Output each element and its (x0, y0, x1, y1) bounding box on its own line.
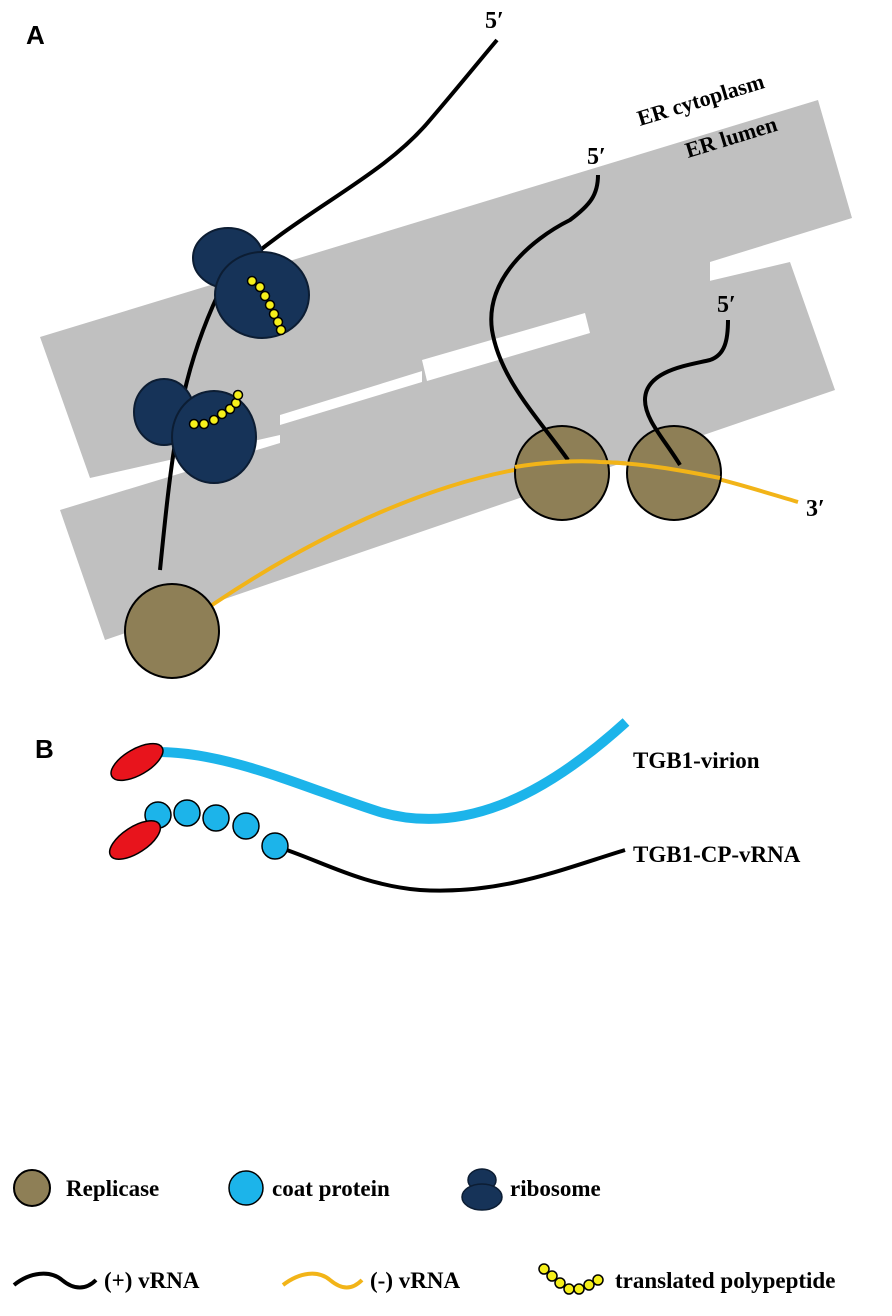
tgb1-cp-vrna-strand (274, 844, 626, 893)
five-prime-end-label-1: 5′ (485, 8, 504, 34)
plus-vrna-nascent-middle (489, 174, 600, 462)
tgb1-virion-strand (157, 718, 630, 824)
plus-vrna-nascent-right (642, 319, 730, 467)
ribosome-lower (133, 378, 257, 484)
polypeptide-lower (188, 389, 244, 430)
legend-ribosome-icon (461, 1168, 503, 1211)
legend-coat-protein-label: coat protein (272, 1176, 390, 1201)
ribosome-upper (192, 227, 310, 339)
legend-polypeptide-label: translated polypeptide (615, 1268, 835, 1293)
tgb1-cp-vrna-label: TGB1-CP-vRNA (633, 842, 801, 867)
five-prime-end-label-2: 5′ (587, 144, 606, 170)
legend-coat-protein-icon (228, 1170, 264, 1206)
panel-b-label: B (35, 734, 54, 764)
replicase-left (124, 583, 220, 679)
panel-a-label: A (26, 20, 45, 50)
legend-minus-vrna-icon (281, 1271, 364, 1290)
er-membrane-upper (40, 100, 852, 478)
replicase-right (626, 425, 722, 521)
legend: Replicase coat protein ribosome (+) vRNA… (12, 1168, 835, 1295)
legend-polypeptide-icon (538, 1263, 604, 1295)
legend-plus-vrna-icon (12, 1271, 98, 1290)
coat-protein-cluster (144, 799, 289, 860)
er-membrane (40, 100, 852, 640)
legend-plus-vrna-label: (+) vRNA (104, 1268, 200, 1293)
legend-minus-vrna-label: (-) vRNA (370, 1268, 460, 1293)
legend-replicase-label: Replicase (66, 1176, 159, 1201)
er-lumen-gap-lower (422, 313, 590, 381)
polypeptide-upper (246, 275, 287, 336)
three-prime-end-label: 3′ (806, 496, 825, 522)
five-prime-end-label-3: 5′ (717, 292, 736, 318)
er-membrane-lower (60, 262, 835, 640)
legend-ribosome-label: ribosome (510, 1176, 601, 1201)
tgb1-protein-2 (110, 742, 164, 782)
tgb1-virion-label: TGB1-virion (633, 748, 760, 773)
tgb1-protein-1 (108, 820, 162, 860)
replicase-middle (514, 425, 610, 521)
legend-replicase-icon (13, 1169, 51, 1207)
